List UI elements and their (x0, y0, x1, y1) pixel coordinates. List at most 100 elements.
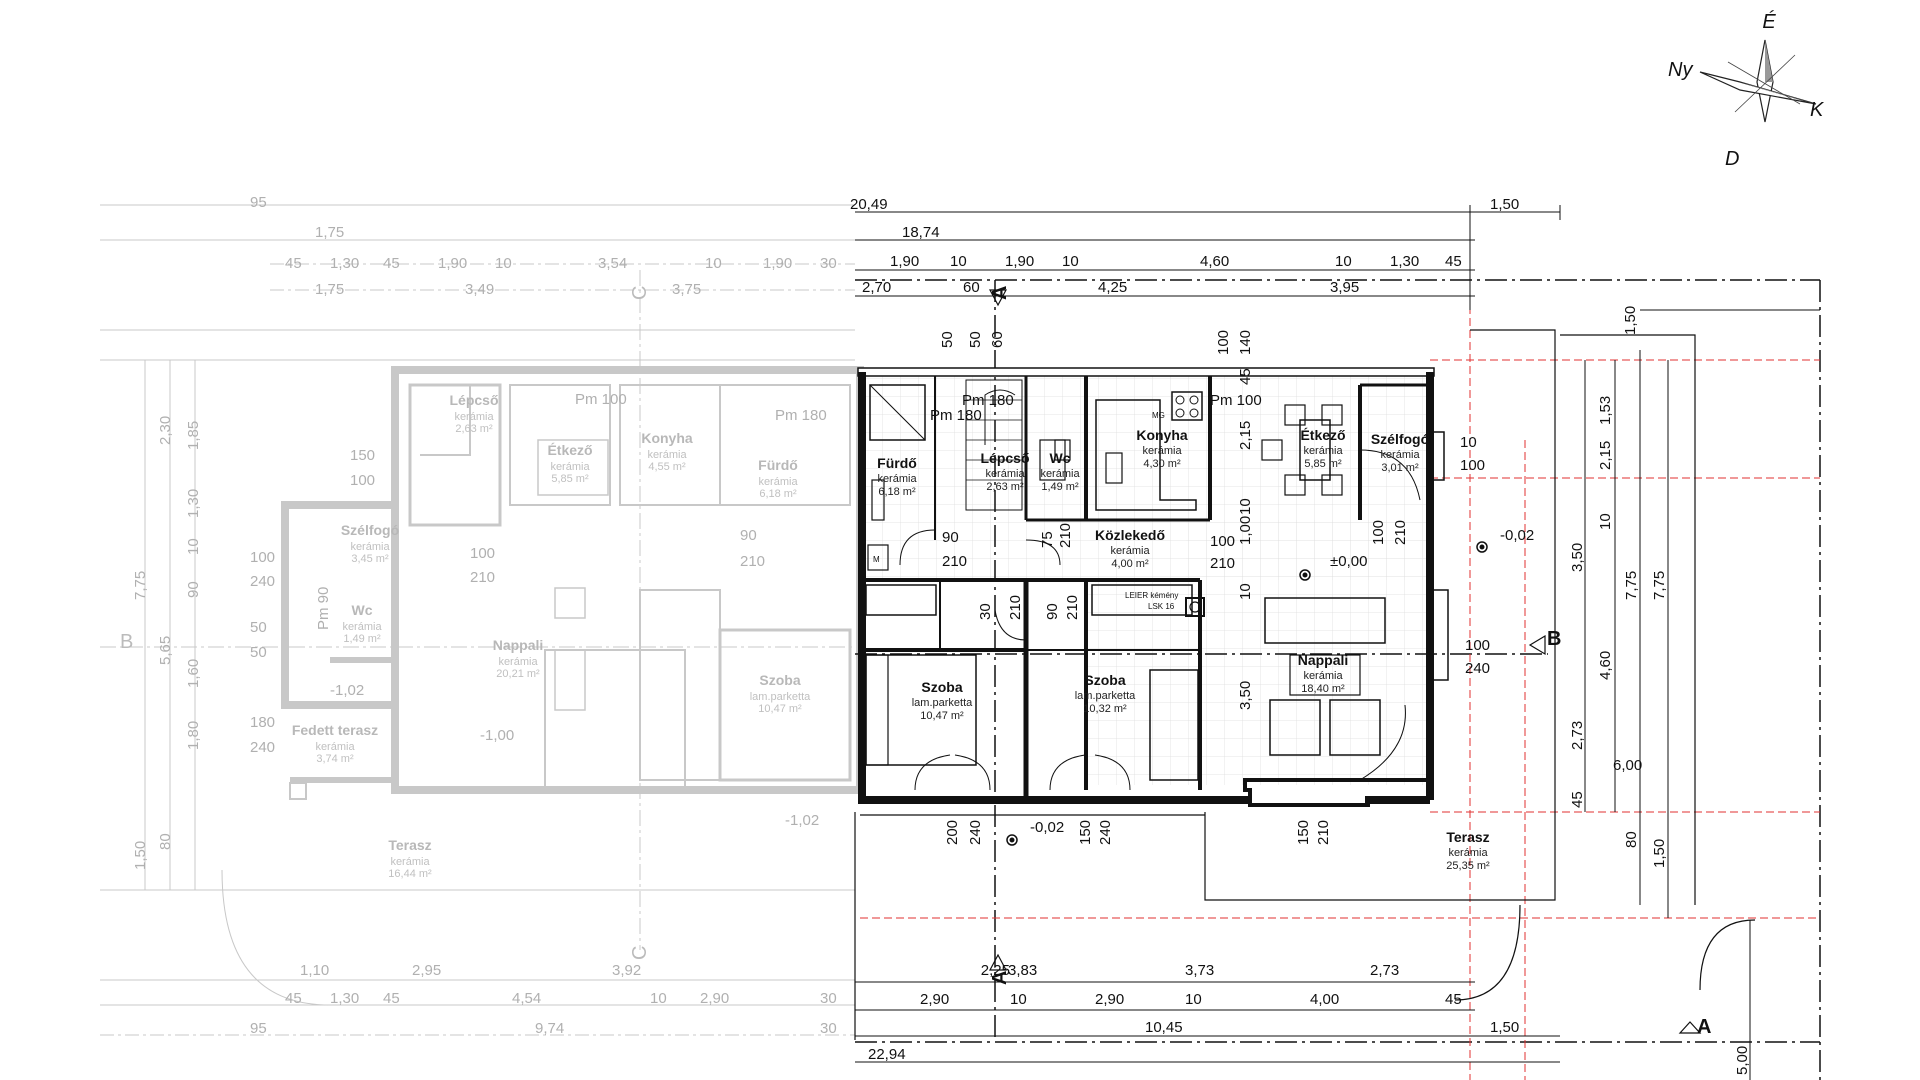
opening-label: 60 (989, 331, 1006, 348)
ghost-texts: 95 1,75 45 1,30 45 1,90 10 3,54 10 1,90 … (120, 194, 837, 1037)
room-name: Fürdő (877, 455, 917, 471)
room-name: Nappali (1298, 652, 1349, 668)
main-texts: 20,49 1,50 18,74 1,90 10 1,90 10 4,60 10… (850, 196, 1751, 1075)
ghost-dim: 1,85 (185, 421, 202, 450)
room-material: kerámia (1448, 847, 1488, 859)
opening-label: 100 (1215, 330, 1232, 355)
ghost-dim: 1,10 (300, 962, 329, 979)
opening-label: 200 (944, 820, 961, 845)
ghost-level: -1,02 (785, 812, 819, 829)
dim-top: 1,30 (1390, 253, 1419, 270)
dim-right: 1,53 (1597, 396, 1614, 425)
ghost-level: -1,02 (330, 682, 364, 699)
dim-bottom: 10 (1010, 991, 1027, 1008)
terrace-outline (854, 329, 1756, 1040)
fixture-mg: MG (1152, 411, 1165, 420)
ghost-opening: 100 (470, 545, 495, 562)
ghost-dim: 3,54 (598, 255, 627, 272)
dim-bottom: 3,83 (1008, 962, 1037, 979)
ghost-dim: 4,54 (512, 990, 541, 1007)
dim-bottom: 2,25 (981, 962, 1010, 979)
compass-west: Ny (1668, 59, 1693, 81)
ghost-room-area: 2,63 m² (455, 423, 493, 435)
section-a-label-bottom: A (989, 971, 1011, 985)
level-living: ±0,00 (1330, 553, 1367, 570)
ghost-room-name: Szoba (759, 672, 800, 688)
dim-top: 45 (1445, 253, 1462, 270)
room-material: kerámia (1142, 445, 1182, 457)
dim-bottom: 10,45 (1145, 1019, 1183, 1036)
dim-bottom: 10 (1185, 991, 1202, 1008)
dim-top: 2,70 (862, 279, 891, 296)
ghost-room-area: 3,45 m² (351, 553, 389, 565)
opening-label: 210 (1315, 820, 1332, 845)
ghost-dim: 90 (185, 581, 202, 598)
ghost-dim: 3,75 (672, 281, 701, 298)
ghost-room-mat: kerámia (498, 656, 538, 668)
ghost-dim: 5,65 (157, 636, 174, 665)
ghost-dim: 2,95 (412, 962, 441, 979)
ghost-opening: 100 (350, 472, 375, 489)
opening-label: 75 (1039, 531, 1056, 548)
ghost-opening: Pm 100 (575, 391, 627, 408)
room-name: Lépcső (980, 450, 1029, 466)
ghost-dim: 45 (285, 990, 302, 1007)
dim-right: 80 (1623, 831, 1640, 848)
dimension-lines-top (855, 205, 1561, 310)
ghost-room-mat: lam.parketta (750, 691, 811, 703)
ghost-room-area: 20,21 m² (496, 668, 540, 680)
opening-label: 210 (942, 553, 967, 570)
dim-overall-width: 20,49 (850, 196, 888, 213)
opening-label: 100 (1465, 637, 1490, 654)
opening-label: 210 (1064, 595, 1081, 620)
opening-label: 100 (1370, 520, 1387, 545)
dim-top: 4,60 (1200, 253, 1229, 270)
ghost-room-area: 6,18 m² (759, 488, 797, 500)
room-area: 10,47 m² (920, 710, 964, 722)
level-markers (1006, 541, 1488, 846)
ghost-dim: 45 (285, 255, 302, 272)
opening-label: 90 (1044, 603, 1061, 620)
ghost-dim: 95 (250, 1020, 267, 1037)
room-material: kerámia (985, 468, 1025, 480)
dim-right: 1,50 (1622, 306, 1639, 335)
opening-label: Pm 180 (962, 392, 1014, 409)
ghost-dim: 3,92 (612, 962, 641, 979)
dim-bottom: 2,73 (1370, 962, 1399, 979)
opening-label: 210 (1057, 523, 1074, 548)
room-area: 4,30 m² (1143, 458, 1181, 470)
room-name: Szoba (1084, 672, 1125, 688)
dim-right: 7,75 (1623, 571, 1640, 600)
opening-label: 140 (1237, 330, 1254, 355)
ghost-dim: 10 (705, 255, 722, 272)
opening-label: 240 (1465, 660, 1490, 677)
ghost-room-area: 4,55 m² (648, 461, 686, 473)
dim-bottom: 4,00 (1310, 991, 1339, 1008)
dim-right: 4,60 (1597, 651, 1614, 680)
dim-right: 7,75 (1651, 571, 1668, 600)
dim-right: 3,50 (1569, 543, 1586, 572)
ghost-room-name: Szélfogó (341, 522, 399, 538)
room-area: 5,85 m² (1304, 458, 1342, 470)
ghost-dim: 80 (157, 833, 174, 850)
ghost-dim: 30 (820, 255, 837, 272)
ghost-opening: 240 (250, 573, 275, 590)
room-name: Étkező (1300, 427, 1345, 443)
ghost-dim: 3,49 (465, 281, 494, 298)
dim-top: 10 (1335, 253, 1352, 270)
dim-top: 10 (1062, 253, 1079, 270)
room-material: kerámia (1040, 468, 1080, 480)
dimension-lines-right (1584, 309, 1820, 1080)
ghost-room-mat: kerámia (454, 411, 494, 423)
ghost-room-area: 16,44 m² (388, 868, 432, 880)
dim-right: 5,00 (1734, 1046, 1751, 1075)
room-area: 25,35 m² (1446, 860, 1490, 872)
ghost-dim: 30 (820, 990, 837, 1007)
ghost-dim: 30 (820, 1020, 837, 1037)
ghost-left-dims: 2,30 1,85 1,30 10 90 1,60 1,80 7,75 5,65… (132, 416, 202, 870)
opening-label: 50 (967, 331, 984, 348)
opening-label: 10 (1237, 498, 1254, 515)
ghost-dim: 1,75 (315, 281, 344, 298)
room-area: 6,18 m² (878, 486, 916, 498)
